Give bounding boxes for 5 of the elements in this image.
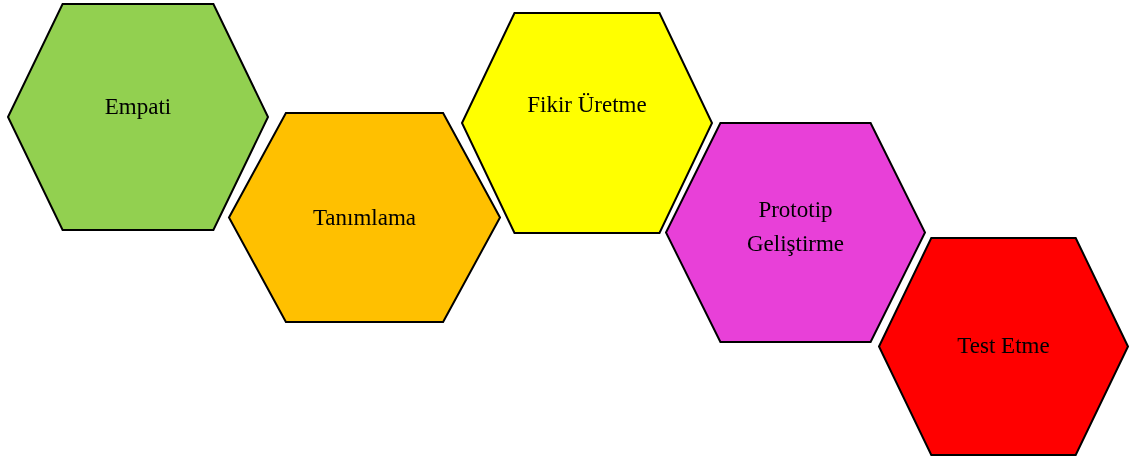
- step-label: Empati: [103, 92, 173, 121]
- step-label: Tanımlama: [311, 203, 418, 232]
- step-label: Fikir Üretme: [526, 90, 648, 119]
- step-label: Test Etme: [956, 332, 1051, 361]
- step-label: Prototip Geliştirme: [745, 196, 846, 259]
